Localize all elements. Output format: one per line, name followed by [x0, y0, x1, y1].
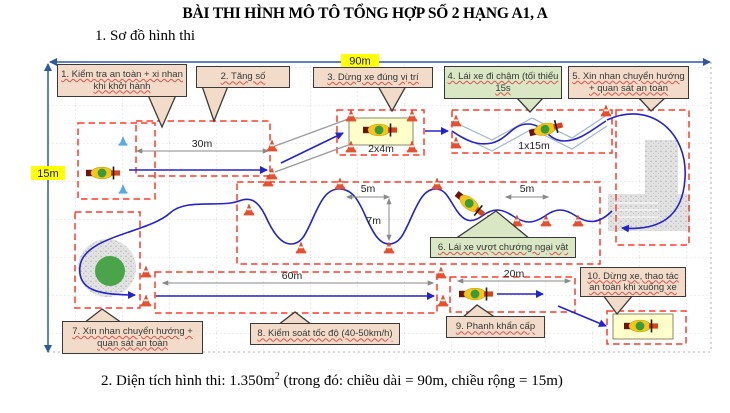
- label-30m: 30m: [192, 138, 213, 150]
- page-title: BÀI THI HÌNH MÔ TÔ TỔNG HỢP SỐ 2 HẠNG A1…: [182, 5, 548, 22]
- callout-9-emergency-brake: 9. Phanh khẩn cấp: [446, 316, 545, 338]
- label-7m: 7m: [366, 215, 381, 227]
- course-path: [79, 113, 686, 327]
- callout-2-shift-gear: 2. Tăng số: [196, 66, 290, 88]
- callout-7-signal-turn: 7. Xin nhan chuyển hướng + quan sát an t…: [62, 321, 203, 354]
- callout-3-stop-correct-position: 3. Dừng xe đúng vị trí: [313, 67, 433, 88]
- label-1x15m: 1x15m: [518, 140, 550, 152]
- measurement-lines: [135, 148, 572, 286]
- length-label-highlight: [341, 54, 379, 67]
- obstacle-zone: [236, 181, 601, 265]
- label-15m: 15m: [37, 168, 58, 180]
- callout-4-slow-ride: 4. Lái xe đi chậm (tối thiểu 15s: [444, 66, 562, 99]
- turnaround-island-lower: [608, 194, 690, 231]
- roundabout-zone: [74, 211, 141, 309]
- callout-8-speed-control: 8. Kiểm soát tốc độ (40-50km/h): [250, 323, 400, 345]
- width-label-highlight: [31, 166, 65, 180]
- island-markings: [614, 202, 658, 218]
- roundabout-green-island: [95, 256, 125, 286]
- ramp-guide-lines: [274, 117, 352, 173]
- callout-1-safety-check: 1. Kiểm tra an toàn + xi nhan khi khởi h…: [57, 64, 187, 97]
- callout-pointers: [82, 85, 668, 326]
- turnaround-island-upper: [645, 140, 678, 194]
- label-2x4m: 2x4m: [368, 143, 394, 155]
- start-zone-box: [77, 122, 156, 200]
- brake-zone: [449, 276, 576, 313]
- label-60m: 60m: [282, 270, 303, 282]
- finish-zone: [606, 310, 687, 345]
- area-note: 2. Diện tích hình thi: 1.350m2 (trong đó…: [101, 371, 563, 389]
- slalom-guide-lines: [451, 114, 608, 152]
- label-5m-right: 5m: [520, 183, 535, 195]
- label-20m: 20m: [504, 268, 525, 280]
- callout-10-dismount-safely: 10. Dừng xe, thao tác an toàn khi xuống …: [580, 267, 686, 297]
- callout-6-obstacle-crossing: 6. Lái xe vượt chướng ngại vật: [430, 237, 576, 258]
- label-5m-left: 5m: [361, 183, 376, 195]
- callout-5-signal-turn: 5. Xin nhan chuyển hướng + quan sát an t…: [568, 66, 689, 99]
- section1-heading: 1. Sơ đồ hình thi: [95, 28, 196, 44]
- label-90m: 90m: [349, 56, 370, 68]
